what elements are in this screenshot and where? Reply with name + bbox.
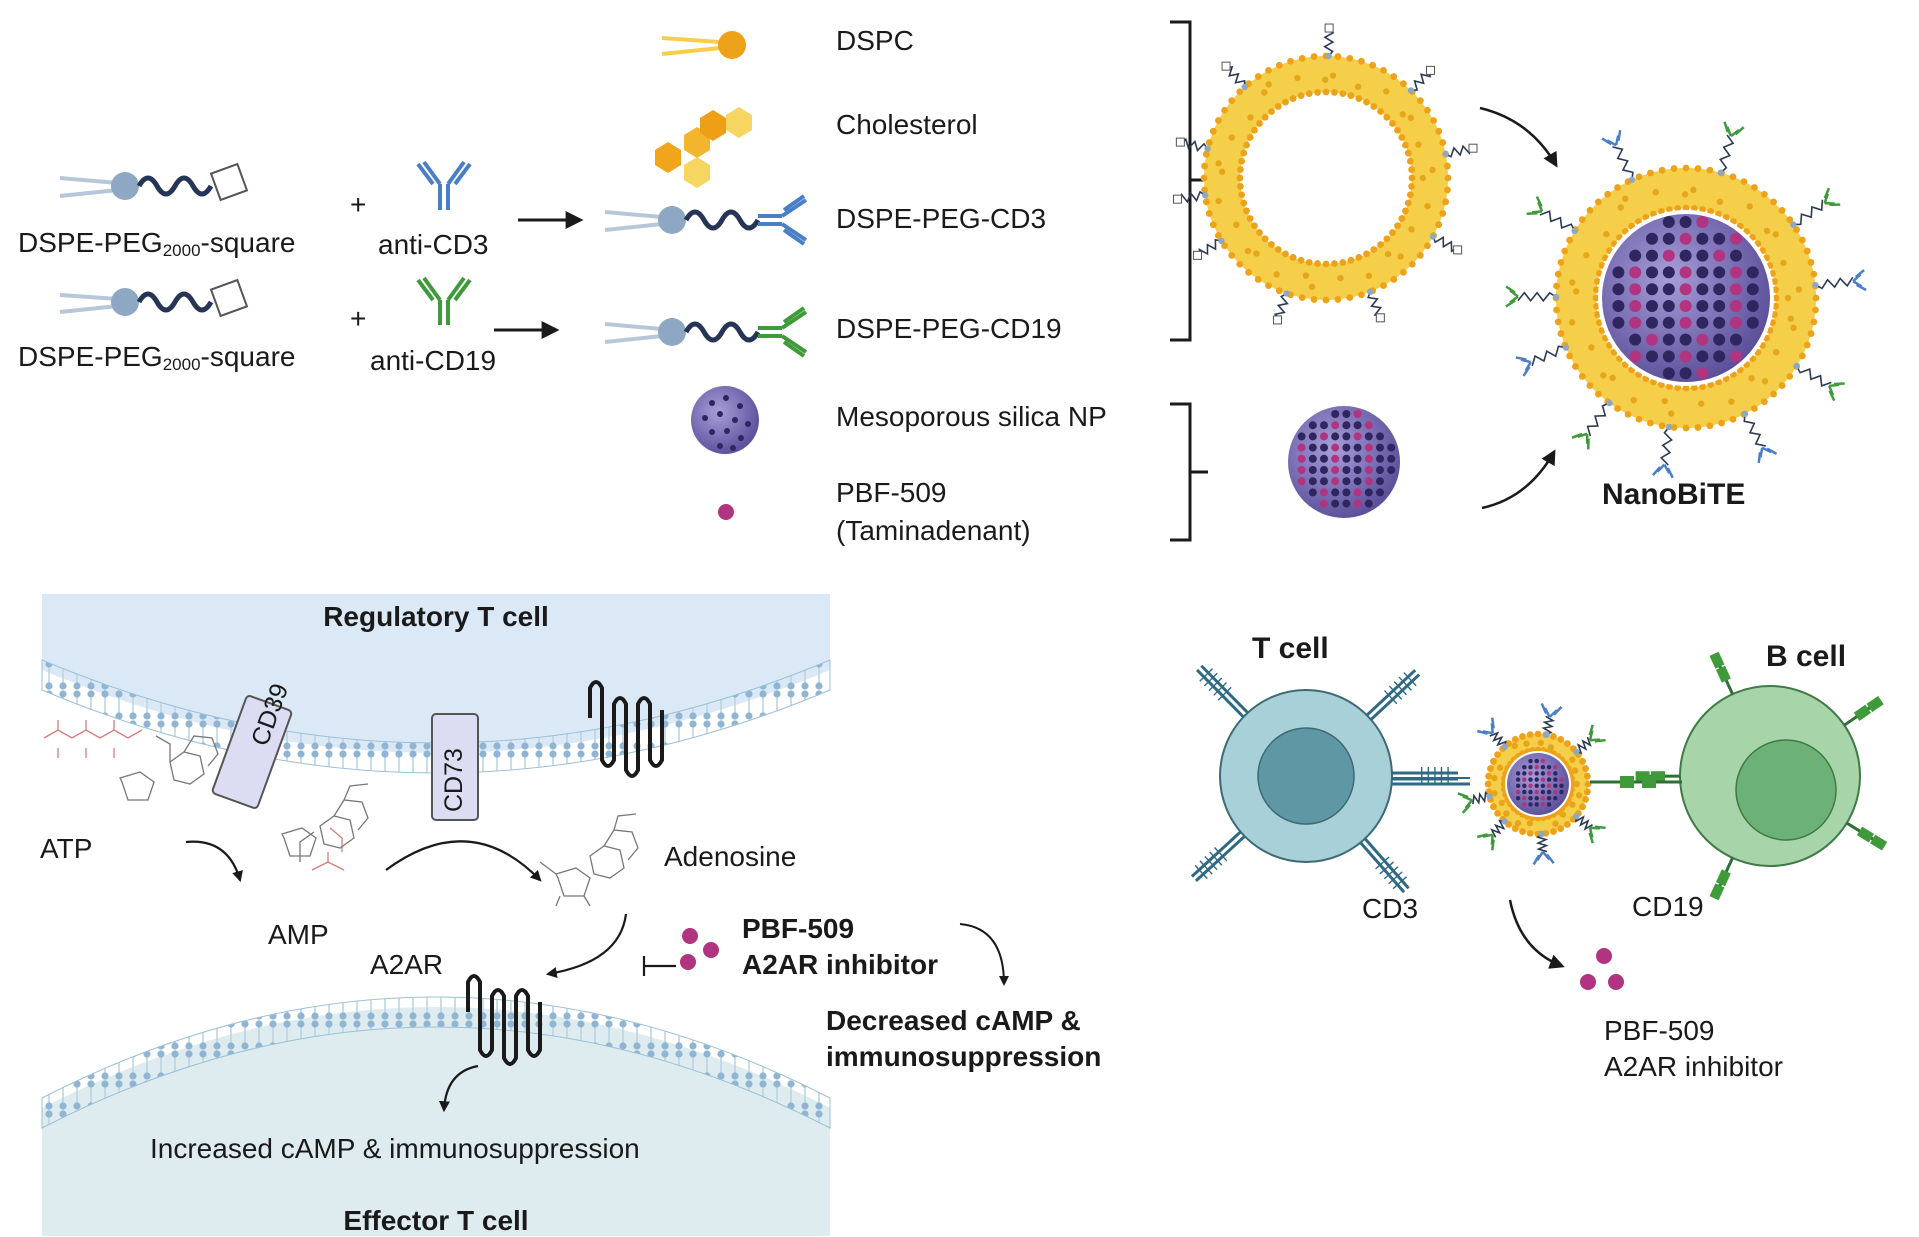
- anti-cd3-antibody-icon: [418, 162, 470, 210]
- dspe-peg-square-icon: [60, 280, 247, 316]
- legend-cholesterol: Cholesterol: [836, 110, 978, 141]
- adenosine-label: Adenosine: [664, 842, 796, 873]
- legend-dspe-peg-cd3: DSPE-PEG-CD3: [836, 204, 1046, 235]
- dspe-peg-square-icon: [60, 164, 247, 200]
- dspc-icon: [662, 31, 746, 59]
- legend-dspc: DSPC: [836, 26, 914, 57]
- liposome-illustration: [1174, 24, 1478, 324]
- legend-dspe-peg-cd19: DSPE-PEG-CD19: [836, 314, 1062, 345]
- antibody-label-cd19: anti-CD19: [370, 346, 496, 377]
- t-cell-illustration: [1220, 690, 1392, 862]
- nanobite-title: NanoBiTE: [1602, 478, 1745, 511]
- arrow-to-decreased-camp: [960, 924, 1004, 984]
- reagent-label-1: DSPE-PEG2000-square: [18, 228, 295, 261]
- dspe-peg-cd3-icon: [605, 196, 806, 244]
- released-drug-role: A2AR inhibitor: [1604, 1052, 1783, 1083]
- increased-camp-label: Increased cAMP & immunosuppression: [150, 1134, 640, 1165]
- legend-msn: Mesoporous silica NP: [836, 402, 1107, 433]
- nanobite-illustration: [1506, 122, 1866, 478]
- assembly-arrow-top: [1480, 108, 1556, 165]
- pbf-509-drug-icon: [718, 504, 734, 520]
- drug-loaded-silica-core: [1288, 406, 1400, 518]
- inhibitor-role: A2AR inhibitor: [742, 950, 938, 981]
- cd19-label: CD19: [1632, 892, 1704, 923]
- legend-pbf-509: PBF-509: [836, 478, 947, 509]
- reagent-label-2: DSPE-PEG2000-square: [18, 342, 295, 375]
- legend-taminadenant: (Taminadenant): [836, 516, 1031, 547]
- a2ar-label: A2AR: [370, 950, 443, 981]
- core-bracket: [1170, 404, 1208, 540]
- lipid-bracket: [1170, 22, 1208, 340]
- reaction-row-cd19: [60, 278, 556, 330]
- released-drug-name: PBF-509: [1604, 1016, 1715, 1047]
- reaction-row-cd3: [60, 162, 580, 220]
- b-cell-illustration: [1680, 686, 1860, 866]
- cd3-label: CD3: [1362, 894, 1418, 925]
- cd73-label: CD73: [440, 748, 469, 812]
- b-cell-label: B cell: [1766, 640, 1846, 673]
- cholesterol-icon: [655, 107, 752, 188]
- decreased-camp-line2: immunosuppression: [826, 1042, 1101, 1073]
- atp-label: ATP: [40, 834, 92, 865]
- assembly-arrow-bottom: [1482, 452, 1554, 508]
- pbf-509-dots-released: [1580, 948, 1624, 990]
- decreased-camp-line1: Decreased cAMP &: [826, 1006, 1081, 1037]
- inhibitor-name: PBF-509: [742, 914, 854, 945]
- plus-sign-2: +: [350, 304, 366, 335]
- mesoporous-silica-np-icon: [691, 386, 759, 454]
- mini-nanobite-illustration: [1392, 703, 1682, 864]
- anti-cd19-antibody-icon: [418, 278, 470, 325]
- antibody-label-cd3: anti-CD3: [378, 230, 488, 261]
- release-arrow: [1510, 900, 1562, 966]
- amp-label: AMP: [268, 920, 329, 951]
- dspe-peg-cd19-icon: [605, 308, 806, 356]
- plus-sign-1: +: [350, 190, 366, 221]
- t-cell-label: T cell: [1252, 632, 1329, 665]
